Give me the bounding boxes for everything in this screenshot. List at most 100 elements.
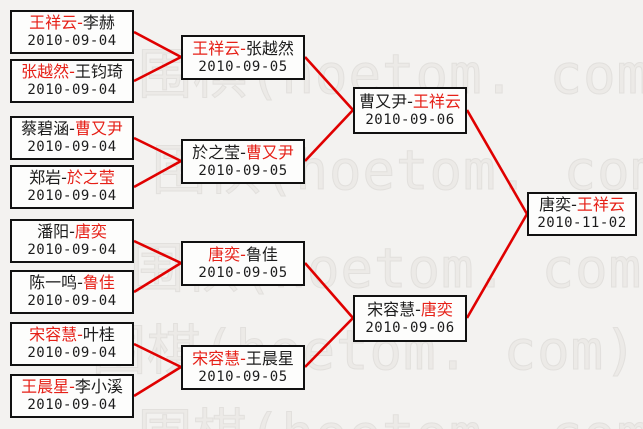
vs-separator: -: [77, 13, 83, 33]
vs-separator: -: [240, 244, 246, 264]
match-date: 2010-09-04: [27, 397, 117, 414]
connector-line: [133, 261, 182, 294]
player-name: 曹又尹: [359, 91, 408, 111]
match-date: 2010-09-04: [27, 345, 117, 362]
connector-line: [304, 262, 354, 319]
connector-line: [133, 365, 182, 398]
connector-line: [133, 239, 182, 265]
player-name: 叶桂: [82, 325, 115, 345]
watermark-text: 围棋(hoetom. com): [138, 390, 643, 429]
match-players: 於之莹-曹又尹: [192, 143, 294, 163]
player-name: 蔡碧涵: [21, 119, 70, 139]
vs-separator: -: [77, 273, 83, 293]
player-name: 曹又尹: [245, 142, 294, 162]
match-date: 2010-09-04: [27, 82, 117, 99]
vs-separator: -: [240, 348, 246, 368]
player-name: 王祥云: [412, 91, 461, 111]
player-name: 王晨星: [245, 348, 294, 368]
connector-line: [304, 56, 354, 111]
match-date: 2010-09-05: [198, 264, 288, 281]
vs-separator: -: [240, 38, 246, 58]
match-players: 宋容慧-唐奕: [367, 300, 453, 320]
match-box-sf-1: 曹又尹-王祥云 2010-09-06: [353, 87, 467, 134]
match-players: 曹又尹-王祥云: [359, 92, 461, 112]
vs-separator: -: [61, 168, 67, 188]
match-players: 潘阳-唐奕: [37, 222, 107, 242]
match-date: 2010-09-04: [27, 188, 117, 205]
player-name: 王祥云: [576, 195, 625, 215]
match-box-r2-2: 於之莹-曹又尹 2010-09-05: [181, 139, 305, 184]
vs-separator: -: [77, 325, 83, 345]
match-players: 宋容慧-王晨星: [192, 349, 294, 369]
match-box-r1-6: 陈一鸣-鲁佳 2010-09-04: [10, 270, 134, 314]
player-name: 王钧琦: [74, 62, 123, 82]
player-name: 於之莹: [192, 142, 241, 162]
match-box-r1-3: 蔡碧涵-曹又尹 2010-09-04: [10, 116, 134, 160]
match-box-r1-1: 王祥云-李赫 2010-09-04: [10, 10, 134, 54]
player-name: 宋容慧: [192, 348, 241, 368]
player-name: 王晨星: [21, 377, 70, 397]
connector-line: [465, 109, 529, 215]
connector-line: [133, 55, 182, 83]
player-name: 陈一鸣: [29, 273, 78, 293]
match-box-r1-5: 潘阳-唐奕 2010-09-04: [10, 219, 134, 263]
match-players: 唐奕-鲁佳: [208, 245, 278, 265]
player-name: 唐奕: [208, 244, 241, 264]
connector-line: [133, 159, 182, 189]
match-box-r2-4: 宋容慧-王晨星 2010-09-05: [181, 345, 305, 390]
match-box-sf-2: 宋容慧-唐奕 2010-09-06: [353, 295, 467, 342]
player-name: 郑岩: [29, 168, 62, 188]
vs-separator: -: [415, 299, 421, 319]
match-players: 宋容慧-叶桂: [29, 325, 115, 345]
connector-line: [304, 109, 354, 162]
connector-line: [465, 213, 529, 319]
player-name: 於之莹: [66, 168, 115, 188]
vs-separator: -: [571, 195, 577, 215]
connector-line: [133, 30, 182, 59]
match-players: 蔡碧涵-曹又尹: [21, 119, 123, 139]
match-box-r1-8: 王晨星-李小溪 2010-09-04: [10, 374, 134, 418]
match-date: 2010-09-05: [198, 58, 288, 75]
player-name: 李赫: [82, 13, 115, 33]
match-players: 王祥云-张越然: [192, 39, 294, 59]
match-date: 2010-09-05: [198, 368, 288, 385]
match-date: 2010-09-04: [27, 242, 117, 259]
player-name: 张越然: [21, 62, 70, 82]
match-players: 唐奕-王祥云: [539, 195, 625, 215]
match-date: 2010-11-02: [537, 215, 627, 232]
player-name: 曹又尹: [74, 119, 123, 139]
match-date: 2010-09-05: [198, 162, 288, 179]
player-name: 潘阳: [37, 222, 70, 242]
match-date: 2010-09-06: [365, 319, 455, 336]
connector-line: [133, 136, 182, 163]
connector-line: [304, 317, 354, 368]
match-box-r1-4: 郑岩-於之莹 2010-09-04: [10, 165, 134, 209]
vs-separator: -: [69, 222, 75, 242]
player-name: 宋容慧: [367, 299, 416, 319]
vs-separator: -: [240, 142, 246, 162]
match-date: 2010-09-06: [365, 111, 455, 128]
match-box-r2-1: 王祥云-张越然 2010-09-05: [181, 35, 305, 80]
match-box-r1-7: 宋容慧-叶桂 2010-09-04: [10, 322, 134, 366]
match-date: 2010-09-04: [27, 139, 117, 156]
match-players: 郑岩-於之莹: [29, 168, 115, 188]
player-name: 鲁佳: [82, 273, 115, 293]
player-name: 鲁佳: [245, 244, 278, 264]
match-box-r2-3: 唐奕-鲁佳 2010-09-05: [181, 241, 305, 286]
match-players: 陈一鸣-鲁佳: [29, 273, 115, 293]
vs-separator: -: [407, 91, 413, 111]
player-name: 李小溪: [74, 377, 123, 397]
vs-separator: -: [69, 62, 75, 82]
match-players: 张越然-王钧琦: [21, 62, 123, 82]
vs-separator: -: [69, 377, 75, 397]
match-box-final: 唐奕-王祥云 2010-11-02: [527, 192, 637, 236]
player-name: 王祥云: [29, 13, 78, 33]
match-date: 2010-09-04: [27, 293, 117, 310]
match-date: 2010-09-04: [27, 33, 117, 50]
vs-separator: -: [69, 119, 75, 139]
player-name: 王祥云: [192, 38, 241, 58]
player-name: 宋容慧: [29, 325, 78, 345]
player-name: 唐奕: [74, 222, 107, 242]
